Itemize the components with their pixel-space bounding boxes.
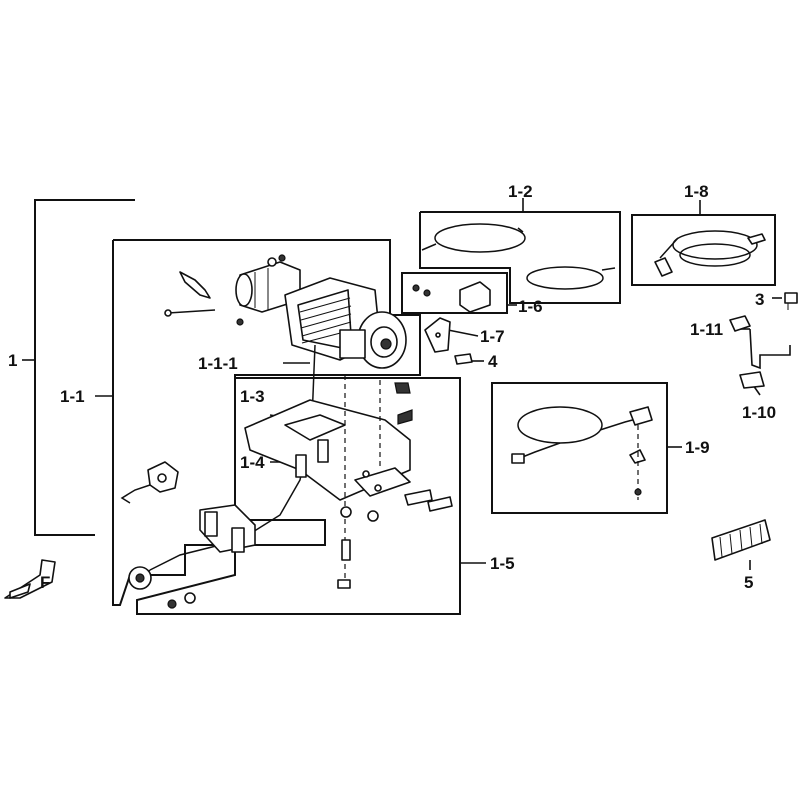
- group-1-8-box: [631, 200, 776, 286]
- group-1-6-box: [401, 272, 517, 314]
- group-1-9-box: [491, 382, 682, 514]
- group-1-2-box: [419, 198, 621, 304]
- label-5: 5: [744, 573, 753, 592]
- label-1: 1: [8, 351, 17, 370]
- spring-5: [711, 519, 771, 561]
- label-1-3: 1-3: [240, 387, 265, 406]
- label-1-11: 1-11: [690, 320, 723, 339]
- label-1-8: 1-8: [684, 182, 709, 201]
- cable-1-2: [421, 223, 616, 290]
- group-1-5-box: [136, 377, 486, 615]
- label-1-2: 1-2: [508, 182, 533, 201]
- mounting-plate: [244, 399, 411, 501]
- hook-and-roller: [120, 461, 179, 590]
- label-1-6: 1-6: [518, 297, 543, 316]
- front-arrow-icon: F: [4, 559, 56, 599]
- label-1-1: 1-1: [60, 387, 85, 406]
- label-4: 4: [488, 352, 498, 371]
- label-1-4: 1-4: [240, 453, 265, 472]
- switch-harness-1-9: [511, 406, 653, 500]
- label-1-10: 1-10: [742, 403, 776, 422]
- label-1-1-1: 1-1-1: [198, 354, 238, 373]
- cable-set-1-8: [654, 230, 766, 277]
- label-3: 3: [755, 290, 764, 309]
- bolt-4: [454, 353, 473, 365]
- bracket-1-10: [739, 371, 765, 389]
- winch-small-parts: [164, 254, 411, 394]
- group-1-bracket: [22, 199, 135, 536]
- label-1-5: 1-5: [490, 554, 515, 573]
- callout-labels: 1 1-1 1-1-1 1-2 1-3 1-4 1-5 1-6 1-7 1-8 …: [8, 182, 776, 592]
- front-marker: F: [40, 573, 50, 592]
- clip-1-11: [729, 315, 751, 332]
- label-1-9: 1-9: [685, 438, 710, 457]
- label-1-7: 1-7: [480, 327, 505, 346]
- cap-3: [784, 292, 798, 310]
- winch-drum: [284, 277, 407, 369]
- mounting-bolts: [167, 375, 453, 609]
- bracket-1-7: [424, 317, 451, 353]
- fairlead: [199, 504, 256, 553]
- group-1-1-box: [95, 239, 421, 606]
- relay-1-6: [412, 281, 491, 313]
